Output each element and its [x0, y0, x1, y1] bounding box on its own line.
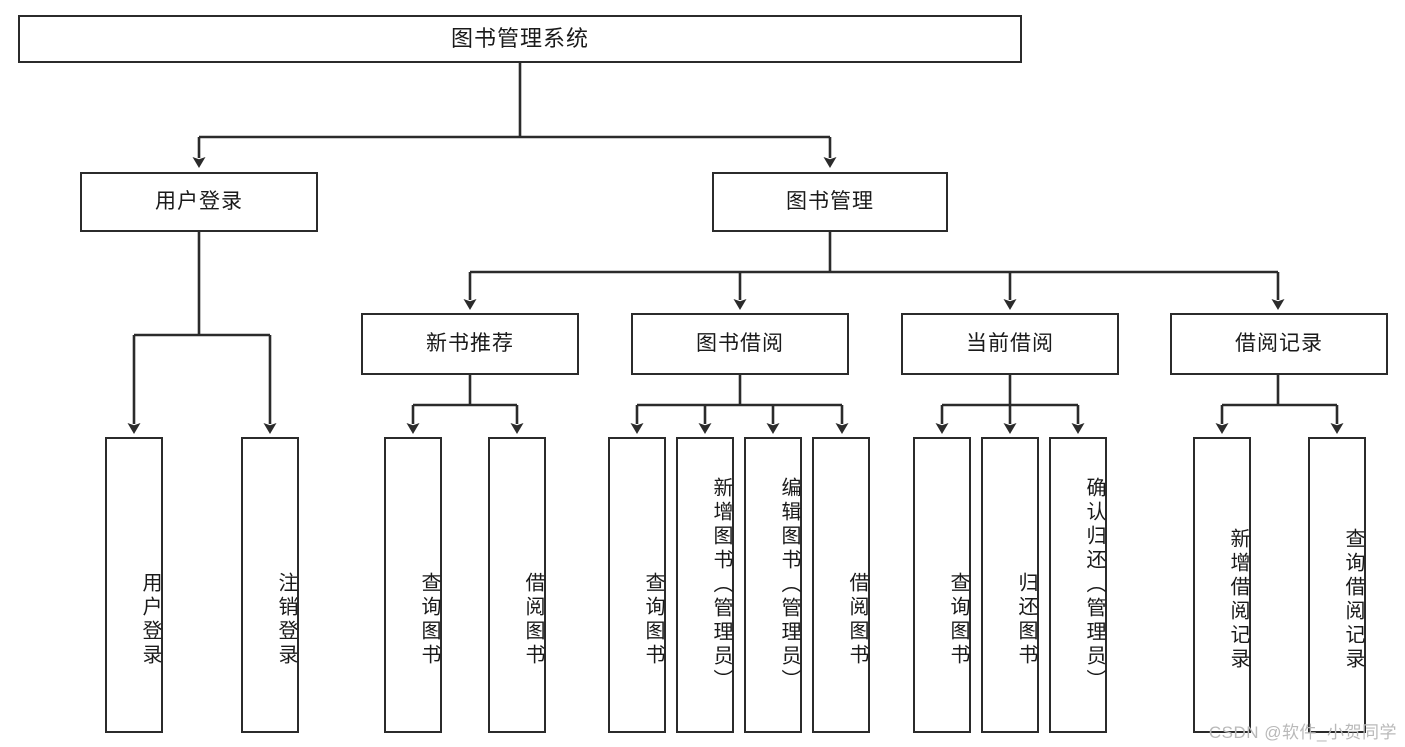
leaf-record-add-record[interactable]: 新增借阅记录 [1193, 437, 1251, 733]
node-root-system[interactable]: 图书管理系统 [18, 15, 1022, 63]
leaf-current-return-book[interactable]: 归还图书 [981, 437, 1039, 733]
leaf-user-login-login[interactable]: 用户登录 [105, 437, 163, 733]
node-label: 新增借阅记录 [1227, 528, 1249, 672]
node-label: 借阅记录 [1235, 332, 1323, 356]
leaf-current-query-book[interactable]: 查询图书 [913, 437, 971, 733]
node-book-borrow[interactable]: 图书借阅 [631, 313, 849, 375]
node-label: 用户登录 [139, 572, 161, 668]
node-label: 注销登录 [275, 572, 297, 668]
node-user-login[interactable]: 用户登录 [80, 172, 318, 232]
leaf-user-login-logout[interactable]: 注销登录 [241, 437, 299, 733]
node-borrow-record[interactable]: 借阅记录 [1170, 313, 1388, 375]
csdn-watermark: CSDN @软件_小贺同学 [1208, 723, 1397, 742]
node-label: 借阅图书 [846, 572, 868, 668]
node-label: 查询图书 [642, 572, 664, 668]
node-label: 编辑图书（管理员） [778, 477, 800, 693]
leaf-record-query-record[interactable]: 查询借阅记录 [1308, 437, 1366, 733]
node-label: 图书管理系统 [450, 25, 589, 51]
leaf-current-confirm-return-admin[interactable]: 确认归还（管理员） [1049, 437, 1107, 733]
node-label: 查询图书 [418, 572, 440, 668]
leaf-new-book-borrow-book[interactable]: 借阅图书 [488, 437, 546, 733]
node-label: 当前借阅 [966, 332, 1054, 356]
node-label: 新书推荐 [426, 332, 514, 356]
leaf-borrow-borrow-book[interactable]: 借阅图书 [812, 437, 870, 733]
leaf-borrow-edit-book-admin[interactable]: 编辑图书（管理员） [744, 437, 802, 733]
node-current-borrow[interactable]: 当前借阅 [901, 313, 1119, 375]
leaf-new-book-query-book[interactable]: 查询图书 [384, 437, 442, 733]
node-label: 用户登录 [155, 190, 243, 214]
node-label: 借阅图书 [522, 572, 544, 668]
node-label: 查询图书 [947, 572, 969, 668]
leaf-borrow-query-book[interactable]: 查询图书 [608, 437, 666, 733]
node-book-management[interactable]: 图书管理 [712, 172, 948, 232]
node-label: 查询借阅记录 [1342, 528, 1364, 672]
node-label: 新增图书（管理员） [710, 477, 732, 693]
node-label: 归还图书 [1015, 572, 1037, 668]
node-label: 确认归还（管理员） [1083, 477, 1105, 693]
node-label: 图书借阅 [696, 332, 784, 356]
node-new-book-recommend[interactable]: 新书推荐 [361, 313, 579, 375]
leaf-borrow-add-book-admin[interactable]: 新增图书（管理员） [676, 437, 734, 733]
node-label: 图书管理 [786, 190, 874, 214]
